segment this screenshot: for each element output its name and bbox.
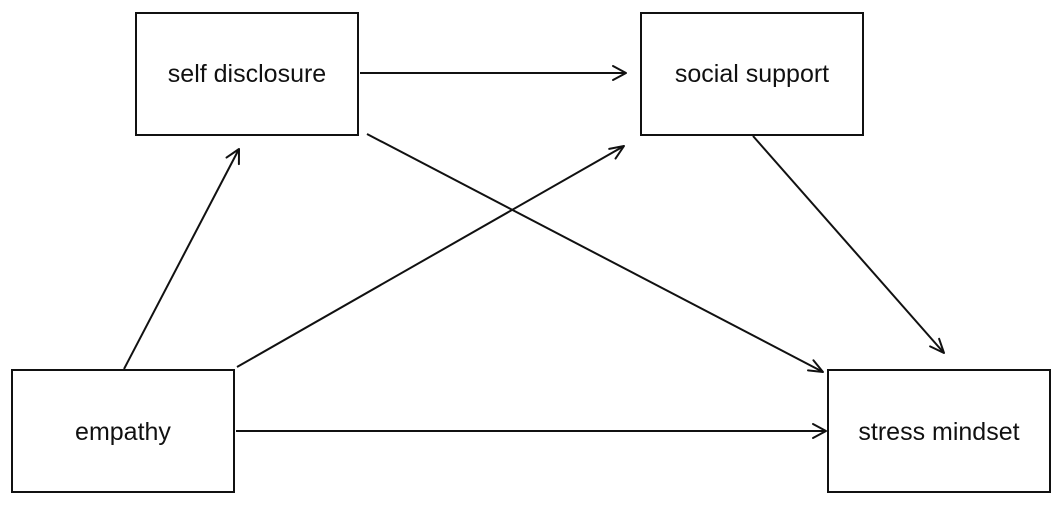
edge-self-disclosure-to-stress-mindset <box>366 133 824 373</box>
edge-empathy-to-self-disclosure <box>123 148 240 370</box>
node-label: stress mindset <box>858 418 1019 446</box>
edges <box>123 65 945 439</box>
edge-empathy-to-social-support <box>236 145 625 368</box>
node-box <box>135 12 359 136</box>
edge-self-disclosure-to-social-support <box>360 65 627 81</box>
edge-social-support-to-stress-mindset <box>752 135 945 354</box>
node-label: social support <box>675 60 829 88</box>
node-label: empathy <box>75 418 171 446</box>
node-box <box>640 12 864 136</box>
edge-empathy-to-stress-mindset <box>236 423 827 439</box>
node-social-support: social support <box>640 12 864 136</box>
node-stress-mindset: stress mindset <box>827 369 1051 493</box>
node-box <box>827 369 1051 493</box>
node-empathy: empathy <box>11 369 235 493</box>
node-self-disclosure: self disclosure <box>135 12 359 136</box>
node-label: self disclosure <box>168 60 326 88</box>
node-box <box>11 369 235 493</box>
